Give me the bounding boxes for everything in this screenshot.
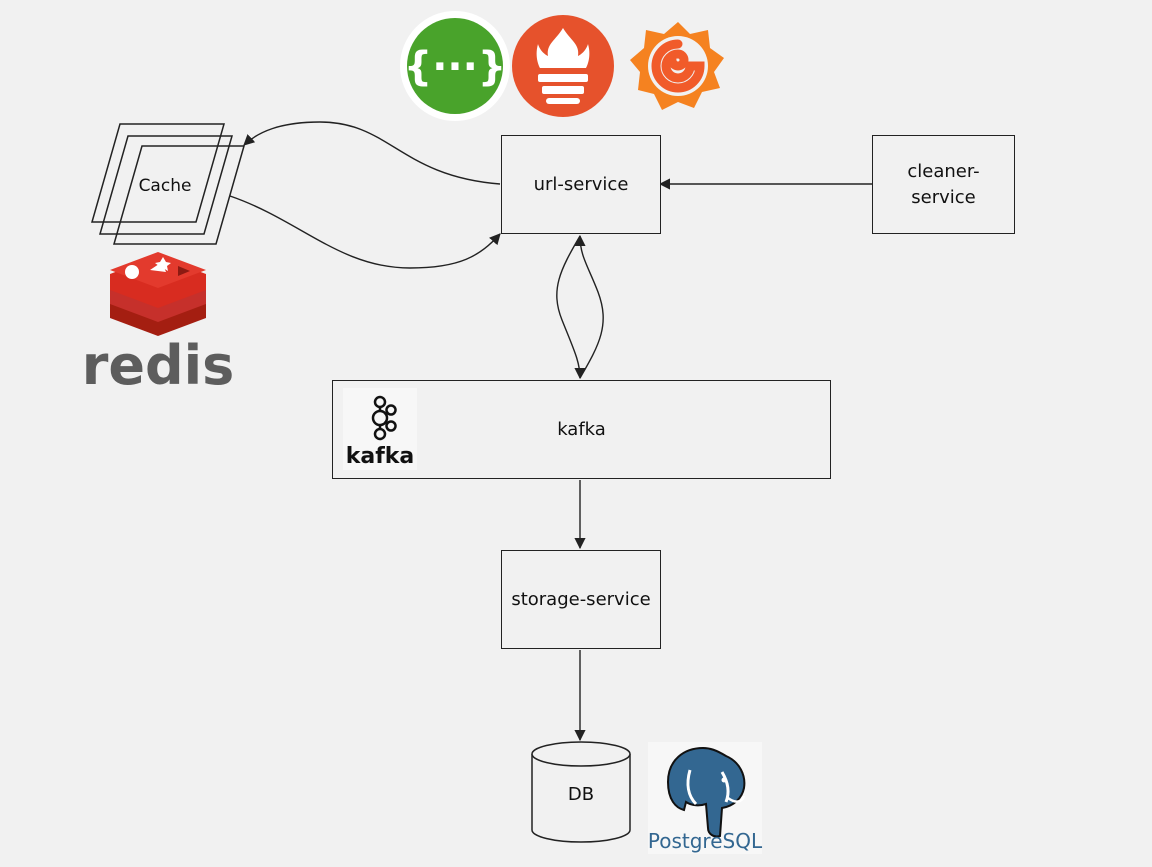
url-service-label: url-service <box>533 174 629 195</box>
storage-service-label: storage-service <box>511 589 651 610</box>
prometheus-logo <box>512 15 614 117</box>
kafka-wordmark: kafka <box>346 444 415 469</box>
kafka-logo: kafka <box>343 388 417 470</box>
cleaner-service-label-line2: service <box>911 186 976 208</box>
cache-label: Cache <box>139 176 192 196</box>
redis-wordmark: redis <box>82 334 235 397</box>
cleaner-service-node[interactable]: cleaner- service <box>872 135 1015 234</box>
cache-to-url-arrow <box>229 195 501 269</box>
url-to-cache-arrow <box>243 121 501 185</box>
postgres-wordmark: PostgreSQL <box>648 829 763 853</box>
storage-service-node[interactable]: storage-service <box>501 550 661 649</box>
kafka-label: kafka <box>557 419 606 440</box>
url-to-kafka-arrow <box>556 235 586 380</box>
grafana-logo <box>630 22 724 110</box>
cleaner-service-label-line1: cleaner- <box>907 160 980 182</box>
db-node[interactable] <box>531 741 631 843</box>
swagger-icon-text: {···} <box>404 44 507 90</box>
kafka-node[interactable]: kafka <box>332 380 831 479</box>
db-label: DB <box>568 784 594 805</box>
kafka-to-url-arrow <box>574 234 604 379</box>
swagger-logo: {···} <box>400 11 510 121</box>
redis-logo: redis <box>82 252 235 397</box>
url-service-node[interactable]: url-service <box>501 135 661 234</box>
cache-node[interactable] <box>91 123 245 245</box>
postgres-logo: PostgreSQL <box>648 742 763 854</box>
